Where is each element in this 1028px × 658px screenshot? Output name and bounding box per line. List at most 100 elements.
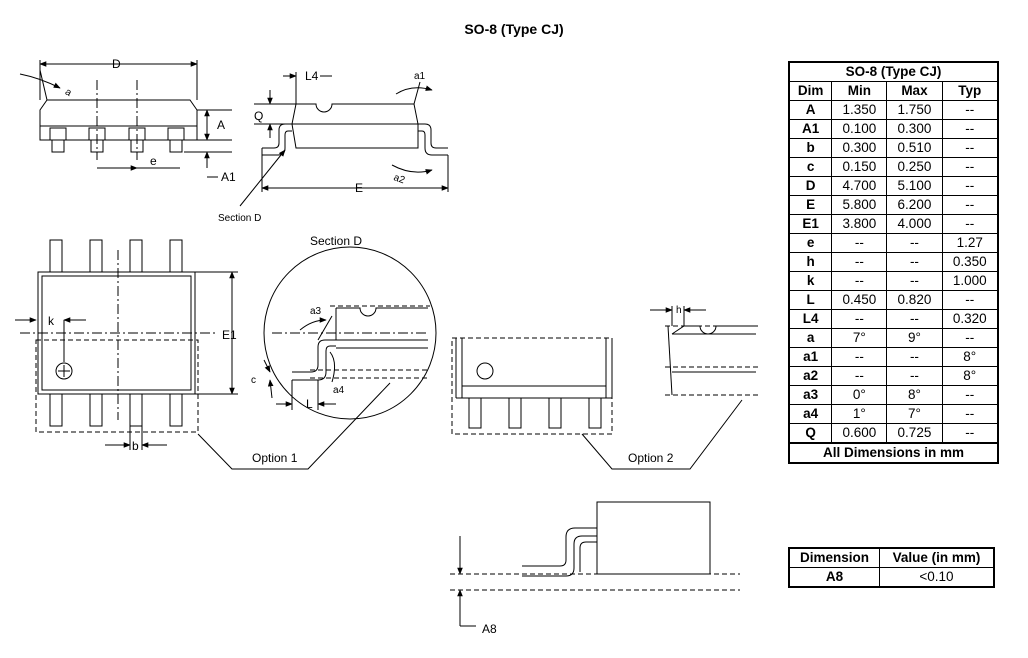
label-h: h [676, 305, 682, 316]
cell-dim: c [788, 157, 833, 177]
cell-min: 1.350 [831, 100, 888, 120]
dimensions-table-header: Dim Min Max Typ [788, 81, 999, 101]
col-header-typ: Typ [941, 81, 999, 101]
section-d-detail [263, 246, 437, 420]
cell-typ: 0.350 [941, 252, 999, 272]
cell-max: -- [886, 309, 943, 329]
table-row: a1----8° [788, 347, 999, 367]
col-header-dim: Dim [788, 81, 833, 101]
cell-max: 0.510 [886, 138, 943, 158]
cell-max: 4.000 [886, 214, 943, 234]
label-E: E [355, 181, 363, 195]
label-option1: Option 1 [252, 451, 298, 465]
top-view [15, 239, 391, 470]
cell-min: -- [831, 271, 888, 291]
label-k: k [48, 314, 55, 328]
label-option2: Option 2 [628, 451, 674, 465]
page-title: SO-8 (Type CJ) [464, 21, 564, 37]
cell-max: -- [886, 233, 943, 253]
cell-typ: -- [941, 138, 999, 158]
label-section-d-pointer: Section D [218, 213, 261, 224]
table-row: h----0.350 [788, 252, 999, 272]
cell-max: -- [886, 366, 943, 386]
coplanarity-view [450, 501, 740, 627]
cell-min: -- [831, 233, 888, 253]
cell-dim: a [788, 328, 833, 348]
cell-max: 0.250 [886, 157, 943, 177]
dimensions-table-title: SO-8 (Type CJ) [788, 61, 999, 82]
label-A8: A8 [482, 622, 497, 636]
cell-typ: -- [941, 195, 999, 215]
label-A: A [217, 118, 225, 132]
cell-dim: e [788, 233, 833, 253]
coplanarity-value: <0.10 [878, 567, 995, 588]
cell-dim: L4 [788, 309, 833, 329]
cell-min: 0.600 [831, 423, 888, 444]
table-row: A8 <0.10 [788, 567, 995, 588]
label-E1: E1 [222, 328, 237, 342]
cell-typ: 0.320 [941, 309, 999, 329]
cell-dim: E1 [788, 214, 833, 234]
cell-dim: A1 [788, 119, 833, 139]
option-2-view [451, 337, 743, 470]
label-A1: A1 [221, 170, 236, 184]
cell-max: 6.200 [886, 195, 943, 215]
coplanarity-header-dimension: Dimension [788, 547, 880, 568]
cell-min: 0.450 [831, 290, 888, 310]
cell-dim: h [788, 252, 833, 272]
cell-dim: E [788, 195, 833, 215]
h-detail [650, 306, 760, 396]
cell-min: -- [831, 347, 888, 367]
cell-min: 5.800 [831, 195, 888, 215]
cell-max: 5.100 [886, 176, 943, 196]
cell-dim: a4 [788, 404, 833, 424]
cell-typ: -- [941, 385, 999, 405]
cell-typ: -- [941, 176, 999, 196]
cell-typ: 8° [941, 347, 999, 367]
label-a2: a2 [392, 172, 407, 186]
label-D: D [112, 57, 121, 71]
cell-min: 0.100 [831, 119, 888, 139]
label-a: a [63, 87, 74, 100]
cell-min: -- [831, 252, 888, 272]
cell-typ: -- [941, 290, 999, 310]
col-header-min: Min [831, 81, 888, 101]
cell-dim: b [788, 138, 833, 158]
label-a1: a1 [414, 71, 426, 82]
coplanarity-header-value: Value (in mm) [878, 547, 995, 568]
cell-max: 1.750 [886, 100, 943, 120]
side-view [19, 60, 232, 178]
cell-max: -- [886, 252, 943, 272]
cell-typ: -- [941, 328, 999, 348]
cell-dim: L [788, 290, 833, 310]
cell-typ: -- [941, 100, 999, 120]
coplanarity-table: Dimension Value (in mm) A8 <0.10 [788, 547, 995, 588]
col-header-max: Max [886, 81, 943, 101]
end-view [239, 72, 449, 207]
cell-min: 0° [831, 385, 888, 405]
cell-typ: 1.27 [941, 233, 999, 253]
cell-max: 0.820 [886, 290, 943, 310]
cell-min: -- [831, 366, 888, 386]
cell-min: 4.700 [831, 176, 888, 196]
cell-min: 1° [831, 404, 888, 424]
cell-max: 9° [886, 328, 943, 348]
cell-max: -- [886, 347, 943, 367]
cell-min: 7° [831, 328, 888, 348]
cell-typ: -- [941, 119, 999, 139]
cell-dim: a2 [788, 366, 833, 386]
label-a3: a3 [310, 306, 322, 317]
table-row: k----1.000 [788, 271, 999, 291]
dimension-labels: D a A A1 e L4 Q a1 E a2 Section D Sectio… [48, 57, 682, 636]
